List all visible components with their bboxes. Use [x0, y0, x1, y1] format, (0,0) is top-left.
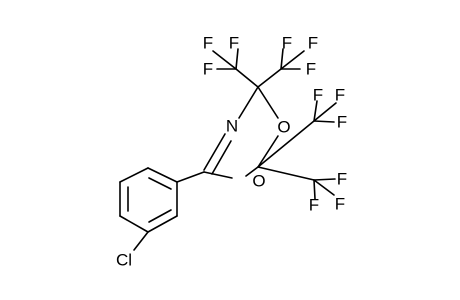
atom-f-3: F [203, 60, 213, 79]
atom-f-11: F [335, 195, 345, 214]
bond-c4-o5 [257, 86, 279, 119]
bond-n3-c4 [238, 86, 259, 119]
bond-c6-o1 [245, 166, 259, 177]
bond-o1-c2 [203, 171, 233, 179]
bond-cf3d-f10 [313, 178, 336, 181]
bond-ar-5-inner [148, 209, 172, 223]
atom-label-layer: N O O Cl F F F F F F F F F F F F [116, 34, 347, 270]
atom-f-4: F [282, 34, 292, 53]
bond-cf3a-f1 [212, 50, 237, 70]
bond-cf3c-f9 [313, 120, 335, 123]
bond-cf3c-f7 [313, 100, 318, 122]
atom-o-ring-top: O [277, 118, 290, 137]
bond-ar-cl [133, 231, 149, 251]
bond-cf3c-f8 [313, 102, 337, 122]
bond-c2-n3 [203, 133, 226, 171]
bond-cf3a-f2 [235, 48, 239, 70]
bond-cf3d-f12 [313, 179, 316, 200]
atom-f-7: F [313, 86, 323, 105]
atom-o-ring-bottom: O [252, 172, 265, 191]
atom-f-10: F [337, 170, 347, 189]
bond-cf3b-f4 [280, 48, 284, 70]
atom-f-12: F [309, 196, 319, 215]
atom-f-5: F [308, 34, 318, 53]
bond-cf3d-f11 [313, 179, 335, 196]
atom-f-9: F [337, 113, 347, 132]
atom-f-2: F [229, 34, 239, 53]
atom-f-8: F [335, 86, 345, 105]
atom-n: N [226, 117, 238, 136]
bond-layer [119, 48, 337, 251]
atom-cl: Cl [116, 251, 132, 270]
bond-c4-cf3a [235, 68, 259, 88]
atom-f-1: F [203, 34, 213, 53]
atom-f-6: F [306, 60, 316, 79]
bond-ar-2 [119, 167, 149, 183]
bond-c6-cf3d [257, 166, 315, 181]
bond-ar-5 [147, 215, 178, 233]
bond-cf3b-f5 [280, 50, 305, 70]
bond-c2-n3-double [211, 140, 232, 175]
bond-ar-1-inner [148, 177, 172, 190]
bond-c2-ipso [176, 171, 205, 183]
bond-o5-c6 [257, 135, 279, 168]
bond-c4-cf3b [257, 68, 282, 88]
bond-c6-cf3c [257, 120, 315, 168]
bond-ar-1 [147, 167, 178, 183]
bond-ar-4 [119, 215, 149, 233]
